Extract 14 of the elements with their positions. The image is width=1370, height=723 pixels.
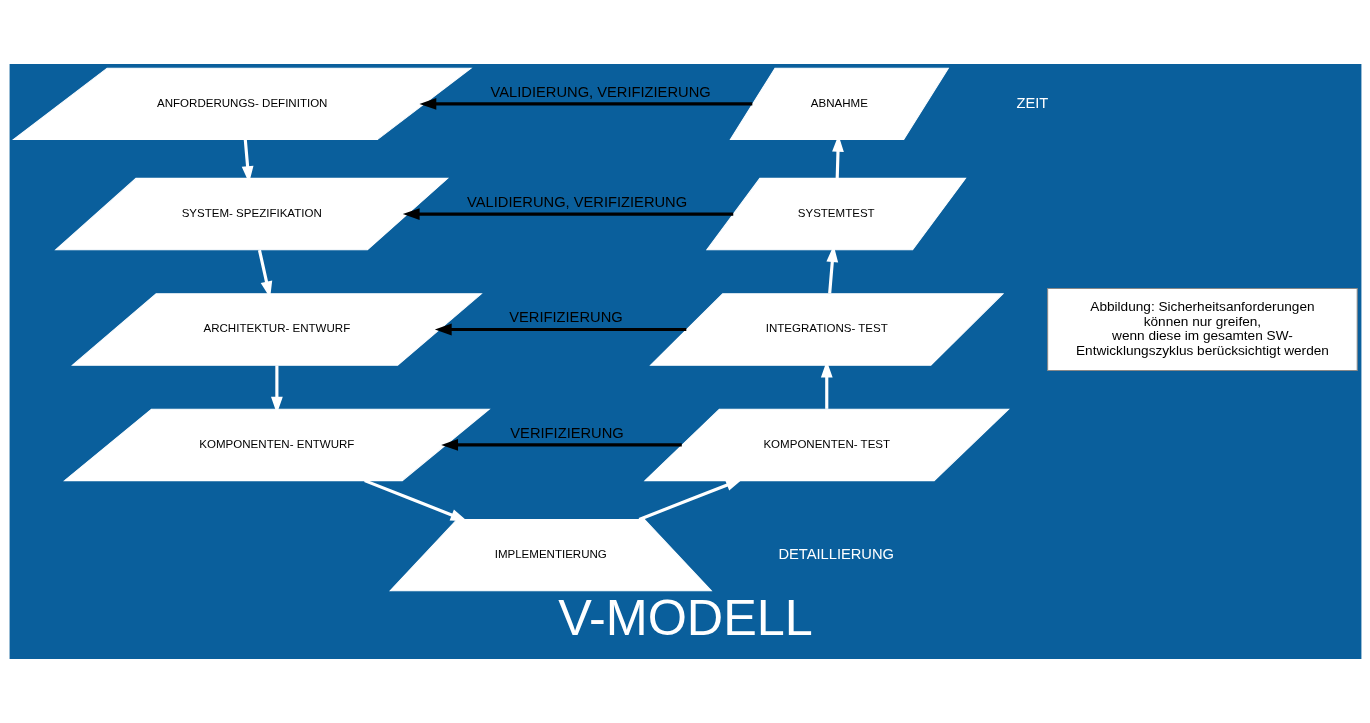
edge-label: VERIFIZIERUNG [508,309,623,326]
diagram-title: V-MODELL [557,589,813,647]
arrow [638,478,743,521]
edge-label: VERIFIZIERUNG [509,424,624,441]
label: ZEIT [1016,94,1048,111]
label: DETAILLIERUNG [777,545,894,562]
arrow [402,208,733,220]
arrow [363,479,467,522]
caption: Abbildung: Sicherheitsanforderungen können nur greifen, wenn diese im gesamten SW-Entwicklungszyklus berücksichtigt werden [1075,299,1329,359]
arrow [434,323,686,336]
edge-label: VALIDIERUNG, VERIFIZIERUNG [490,83,711,100]
arrow [418,97,752,110]
edge-label: VALIDIERUNG, VERIFIZIERUNG [466,193,687,210]
arrow [440,439,682,451]
